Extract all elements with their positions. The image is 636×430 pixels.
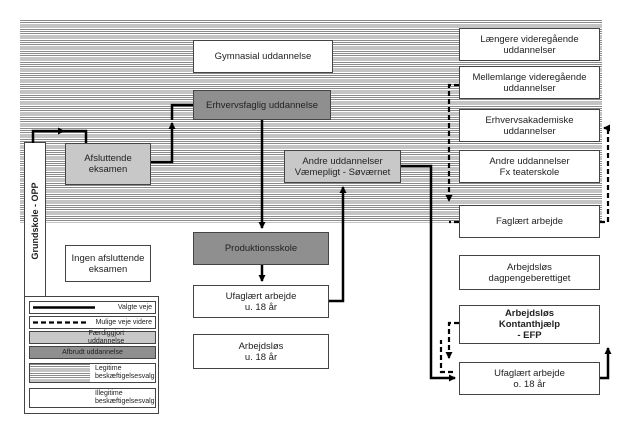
legend-item-illegitime: Illegitime beskæftigelsesvalg (29, 388, 156, 408)
andre-uddannelser-vaernepligt-box: Andre uddannelser Væmepligt - Søværnet (284, 150, 401, 183)
arbejdslos-kontanthjaelp-box: Arbejdsløs Kontanthjælp - EFP (459, 305, 600, 344)
legend-swatch-completed (29, 331, 156, 344)
legend-item-legitime: Legitime beskæftigelsesvalg (29, 363, 156, 383)
arbejdslos-u18-box: Arbejdsløs u. 18 år (193, 334, 329, 369)
gymnasial-box: Gymnasial uddannelse (193, 40, 333, 73)
produktionsskole-box: Produktionsskole (193, 232, 329, 265)
legend-swatch-solid (29, 301, 156, 314)
erhvervsfaglig-box: Erhvervsfaglig uddannelse (193, 90, 331, 120)
legend-label-valgte: Valgte veje (117, 303, 152, 311)
legend-label-afbrudt: Afbrudt uddannelse (62, 348, 123, 356)
legend-label-mulige: Mulige veje videre (95, 318, 152, 326)
andre-uddannelser-teater-box: Andre uddannelser Fx teaterskole (459, 150, 600, 183)
legend-swatch-dashed (29, 316, 156, 329)
legend-label-faerdig: Færdiggjort uddannelse (88, 329, 125, 345)
mellemlange-videregaaende-box: Mellemlange videregående uddannelser (459, 66, 600, 99)
legend-swatch-interrupted (29, 346, 156, 359)
arbejdslos-dagpenge-box: Arbejdsløs dagpengeberettiget (459, 255, 600, 290)
legend-swatch-legitimate (29, 363, 156, 383)
legend-label-legitime: Legitime beskæftigelsesvalg (95, 365, 155, 380)
ufaglaert-arbejde-o18-box: Ufaglært arbejde o. 18 år (459, 362, 600, 395)
legend-item-valgte: Valgte veje (29, 301, 156, 314)
afsluttende-eksamen-box: Afsluttende eksamen (65, 143, 151, 185)
laengere-videregaaende-box: Længere videregående uddannelser (459, 28, 600, 61)
ingen-afsluttende-eksamen-box: Ingen afsluttende eksamen (65, 245, 151, 282)
legend-hatch (30, 364, 90, 382)
legend-item-afbrudt: Afbrudt uddannelse (29, 346, 156, 359)
legend-item-faerdig: Færdiggjort uddannelse (29, 329, 156, 345)
faglaert-arbejde-box: Faglært arbejde (459, 205, 600, 238)
ufaglaert-arbejde-u18-box: Ufaglært arbejde u. 18 år (193, 285, 329, 318)
legend-swatch-illegitimate (29, 388, 156, 408)
solid-line-icon (33, 306, 95, 309)
erhvervsakademiske-box: Erhvervsakademiske uddannelser (459, 109, 600, 142)
legend: Valgte veje Mulige veje videre Færdiggjo… (24, 296, 159, 414)
dashed-line-icon (33, 321, 89, 324)
legend-label-illegitime: Illegitime beskæftigelsesvalg (95, 390, 155, 405)
legend-item-mulige: Mulige veje videre (29, 316, 156, 329)
